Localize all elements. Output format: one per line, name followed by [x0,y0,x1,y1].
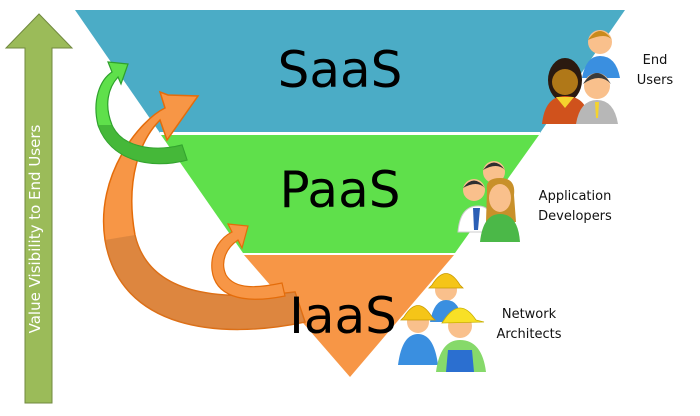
end-users-line2: Users [637,73,674,88]
developers-line2: Developers [538,209,612,224]
iaas-label: IaaS [289,287,397,345]
construction-workers-group-icon [398,273,486,372]
saas-layer [75,10,625,133]
paas-label: PaaS [280,161,401,219]
architects-line1: Network [502,307,557,322]
developers-line1: Application [539,189,612,204]
iaas-layer [244,255,454,377]
value-visibility-label: Value Visibility to End Users [26,124,44,334]
arrow-shadow [98,125,187,164]
architects-line2: Architects [496,327,561,342]
end-users-group-icon [542,30,620,124]
iaas-to-paas-arrow [211,223,286,300]
value-visibility-arrow [4,13,74,404]
arrow-shadow [105,235,305,330]
developers-group-icon [457,161,520,242]
end-users-line1: End [643,53,668,68]
paas-layer [161,135,539,253]
saas-label: SaaS [278,41,403,99]
